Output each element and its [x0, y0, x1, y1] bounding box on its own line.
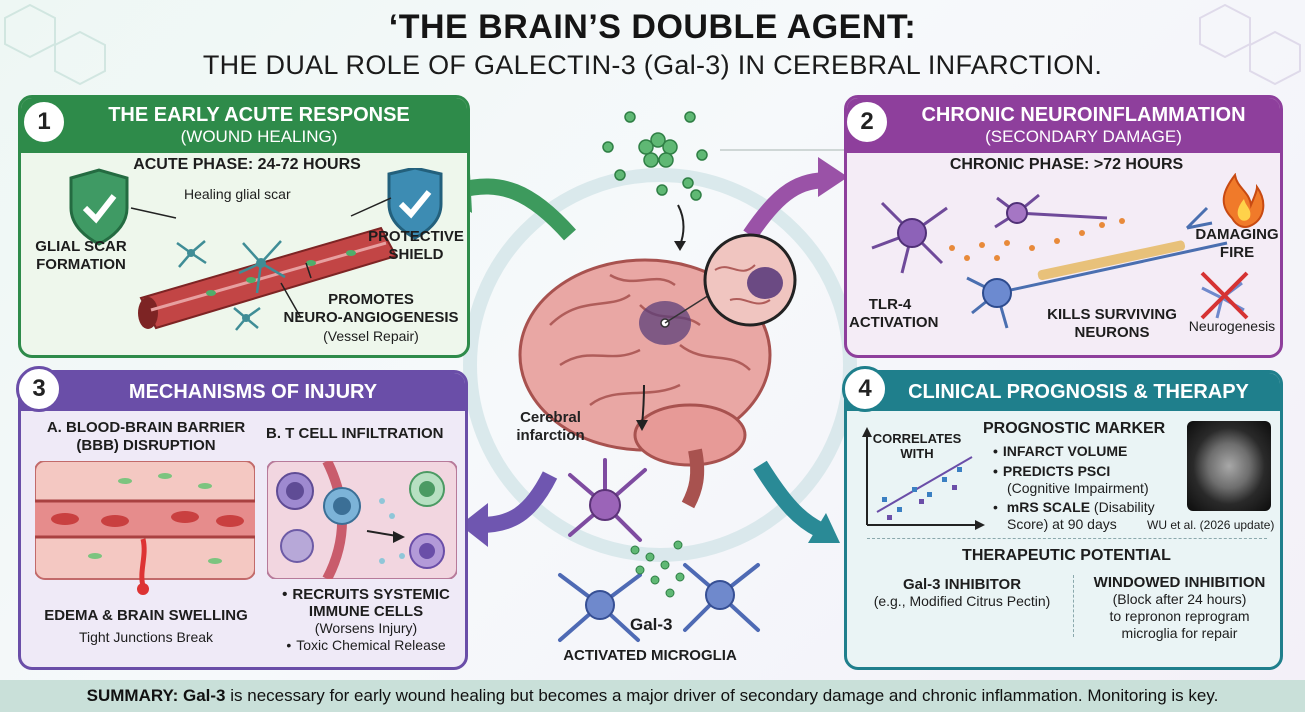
worsens-label: (Worsens Injury): [314, 620, 418, 636]
activated-microglia-label: ACTIVATED MICROGLIA: [563, 647, 737, 664]
glial-scar-label-1: GLIAL SCAR: [35, 238, 127, 255]
kills-neurons-label-2: NEURONS: [1074, 324, 1150, 341]
tight-junctions-label: Tight Junctions Break: [78, 629, 214, 645]
panel2-subtitle: (SECONDARY DAMAGE): [985, 127, 1182, 146]
cerebral-infarction-label-2: infarction: [516, 427, 585, 444]
arrow-to-acute: [458, 178, 576, 241]
inhibitor-title: Gal-3 INHIBITOR: [902, 576, 1022, 593]
panel-clinical-prognosis: CLINICAL PROGNOSIS & THERAPY CORRELATES …: [844, 370, 1283, 670]
panel1-title: THE EARLY ACUTE RESPONSE: [108, 104, 410, 126]
promotes-label-1: PROMOTES: [328, 291, 414, 308]
correlation-plot: [862, 427, 985, 530]
cognitive-label: (Cognitive Impairment): [1007, 480, 1149, 496]
citation-label: WU et al. (2026 update): [1147, 518, 1275, 532]
windowed-line-1: (Block after 24 hours): [1112, 591, 1247, 607]
therapeutic-potential-label: THERAPEUTIC POTENTIAL: [962, 547, 1171, 564]
panel2-phase: CHRONIC PHASE: >72 HOURS: [949, 156, 1184, 173]
windowed-title: WINDOWED INHIBITION: [1093, 574, 1266, 591]
vessel-repair-label: (Vessel Repair): [323, 328, 419, 344]
predicts-psci-label: PREDICTS PSCI: [993, 463, 1193, 480]
arrow-to-mechanisms: [479, 471, 558, 533]
panel3-number-badge: 3: [16, 366, 62, 412]
page-title: ‘THE BRAIN’S DOUBLE AGENT:: [388, 8, 917, 46]
gal3-label: Gal-3: [630, 615, 673, 634]
bbb-title-2: (BBB) DISRUPTION: [76, 437, 216, 454]
neurogenesis-label: Neurogenesis: [1188, 318, 1276, 334]
panel-mechanisms-of-injury: MECHANISMS OF INJURY A. BLOOD-BRAIN BARR…: [18, 370, 468, 670]
healing-glial-scar-label: Healing glial scar: [184, 186, 291, 202]
tlr4-label-2: ACTIVATION: [849, 314, 939, 331]
toxic-label: Toxic Chemical Release: [271, 637, 461, 654]
panel4-number-badge: 4: [842, 366, 888, 412]
windowed-line-2: to repronon reprogram: [1109, 608, 1250, 624]
tcell-illustration: [267, 461, 457, 579]
arrow-head-mechanisms: [460, 503, 488, 547]
panel1-subtitle: (WOUND HEALING): [180, 127, 338, 146]
summary-text: is necessary for early wound healing but…: [230, 686, 1219, 705]
hexagon-pattern-right: [1199, 3, 1301, 86]
panel2-title: CHRONIC NEUROINFLAMMATION: [921, 104, 1246, 126]
infarct-volume-label: INFARCT VOLUME: [993, 443, 1193, 460]
summary-lead: SUMMARY:: [86, 686, 179, 705]
mrs-score-label: Score) at 90 days: [1007, 516, 1117, 532]
arrow-head-chronic: [818, 157, 848, 197]
neuron-illustration: [871, 173, 1265, 329]
mrs-scale-rest: (Disability: [1093, 499, 1155, 515]
promotes-label-2: NEURO-ANGIOGENESIS: [283, 309, 459, 326]
tlr4-label-1: TLR-4: [868, 296, 912, 313]
vessel-illustration: [69, 168, 443, 331]
crossed-neuron-icon: [1200, 271, 1249, 320]
damaging-fire-label-2: FIRE: [1219, 244, 1255, 261]
windowed-line-3: microglia for repair: [1121, 625, 1238, 641]
brain-illustration: [518, 233, 797, 509]
panel2-number-badge: 2: [844, 99, 890, 145]
glial-scar-label-2: FORMATION: [36, 256, 126, 273]
shield-icon-left: [69, 168, 129, 246]
panel-chronic-neuroinflammation: CHRONIC NEUROINFLAMMATION (SECONDARY DAM…: [844, 95, 1283, 358]
recruits-label-2: IMMUNE CELLS: [308, 603, 424, 620]
panel4-title: CLINICAL PROGNOSIS & THERAPY: [908, 381, 1249, 403]
edema-label: EDEMA & BRAIN SWELLING: [44, 607, 248, 624]
page-subtitle: THE DUAL ROLE OF GALECTIN-3 (Gal-3) IN C…: [202, 50, 1103, 80]
kills-neurons-label-1: KILLS SURVIVING: [1047, 306, 1177, 323]
cerebral-infarction-label-1: Cerebral: [520, 409, 581, 426]
protective-shield-label-2: SHIELD: [388, 246, 444, 263]
protective-shield-label-1: PROTECTIVE: [368, 228, 464, 245]
damaging-fire-label-1: DAMAGING: [1195, 226, 1279, 243]
panel1-phase: ACUTE PHASE: 24-72 HOURS: [133, 156, 361, 173]
correlates-label-1: CORRELATES: [872, 431, 962, 446]
microglia-cells: [558, 458, 760, 642]
arrow-to-prognosis: [753, 460, 824, 538]
gal3-molecule-cluster: [602, 111, 708, 201]
inhibitor-example: (e.g., Modified Citrus Pectin): [873, 593, 1051, 609]
arrow-head-prognosis: [808, 513, 840, 543]
recruits-label-1: RECRUITS SYSTEMIC: [271, 586, 461, 603]
mrs-scale-label: mRS SCALE: [1006, 499, 1091, 515]
brain-mri-image: [1187, 421, 1271, 511]
panel3-title: MECHANISMS OF INJURY: [128, 381, 378, 403]
bbb-title-1: A. BLOOD-BRAIN BARRIER: [46, 419, 246, 436]
summary-bar: SUMMARY: Gal-3 is necessary for early wo…: [0, 680, 1305, 712]
shield-icon-right: [387, 168, 443, 240]
prognostic-marker-label: PROGNOSTIC MARKER: [983, 420, 1166, 437]
tcell-title: B. T CELL INFILTRATION: [266, 425, 444, 442]
bbb-illustration: [35, 461, 255, 595]
panel-acute-response: THE EARLY ACUTE RESPONSE (WOUND HEALING)…: [18, 95, 470, 358]
center-illustration: [440, 111, 880, 642]
correlates-label-2: WITH: [900, 446, 934, 461]
hexagon-pattern-left: [4, 3, 106, 86]
summary-gal3: Gal-3: [183, 686, 226, 705]
panel1-number-badge: 1: [21, 99, 67, 145]
